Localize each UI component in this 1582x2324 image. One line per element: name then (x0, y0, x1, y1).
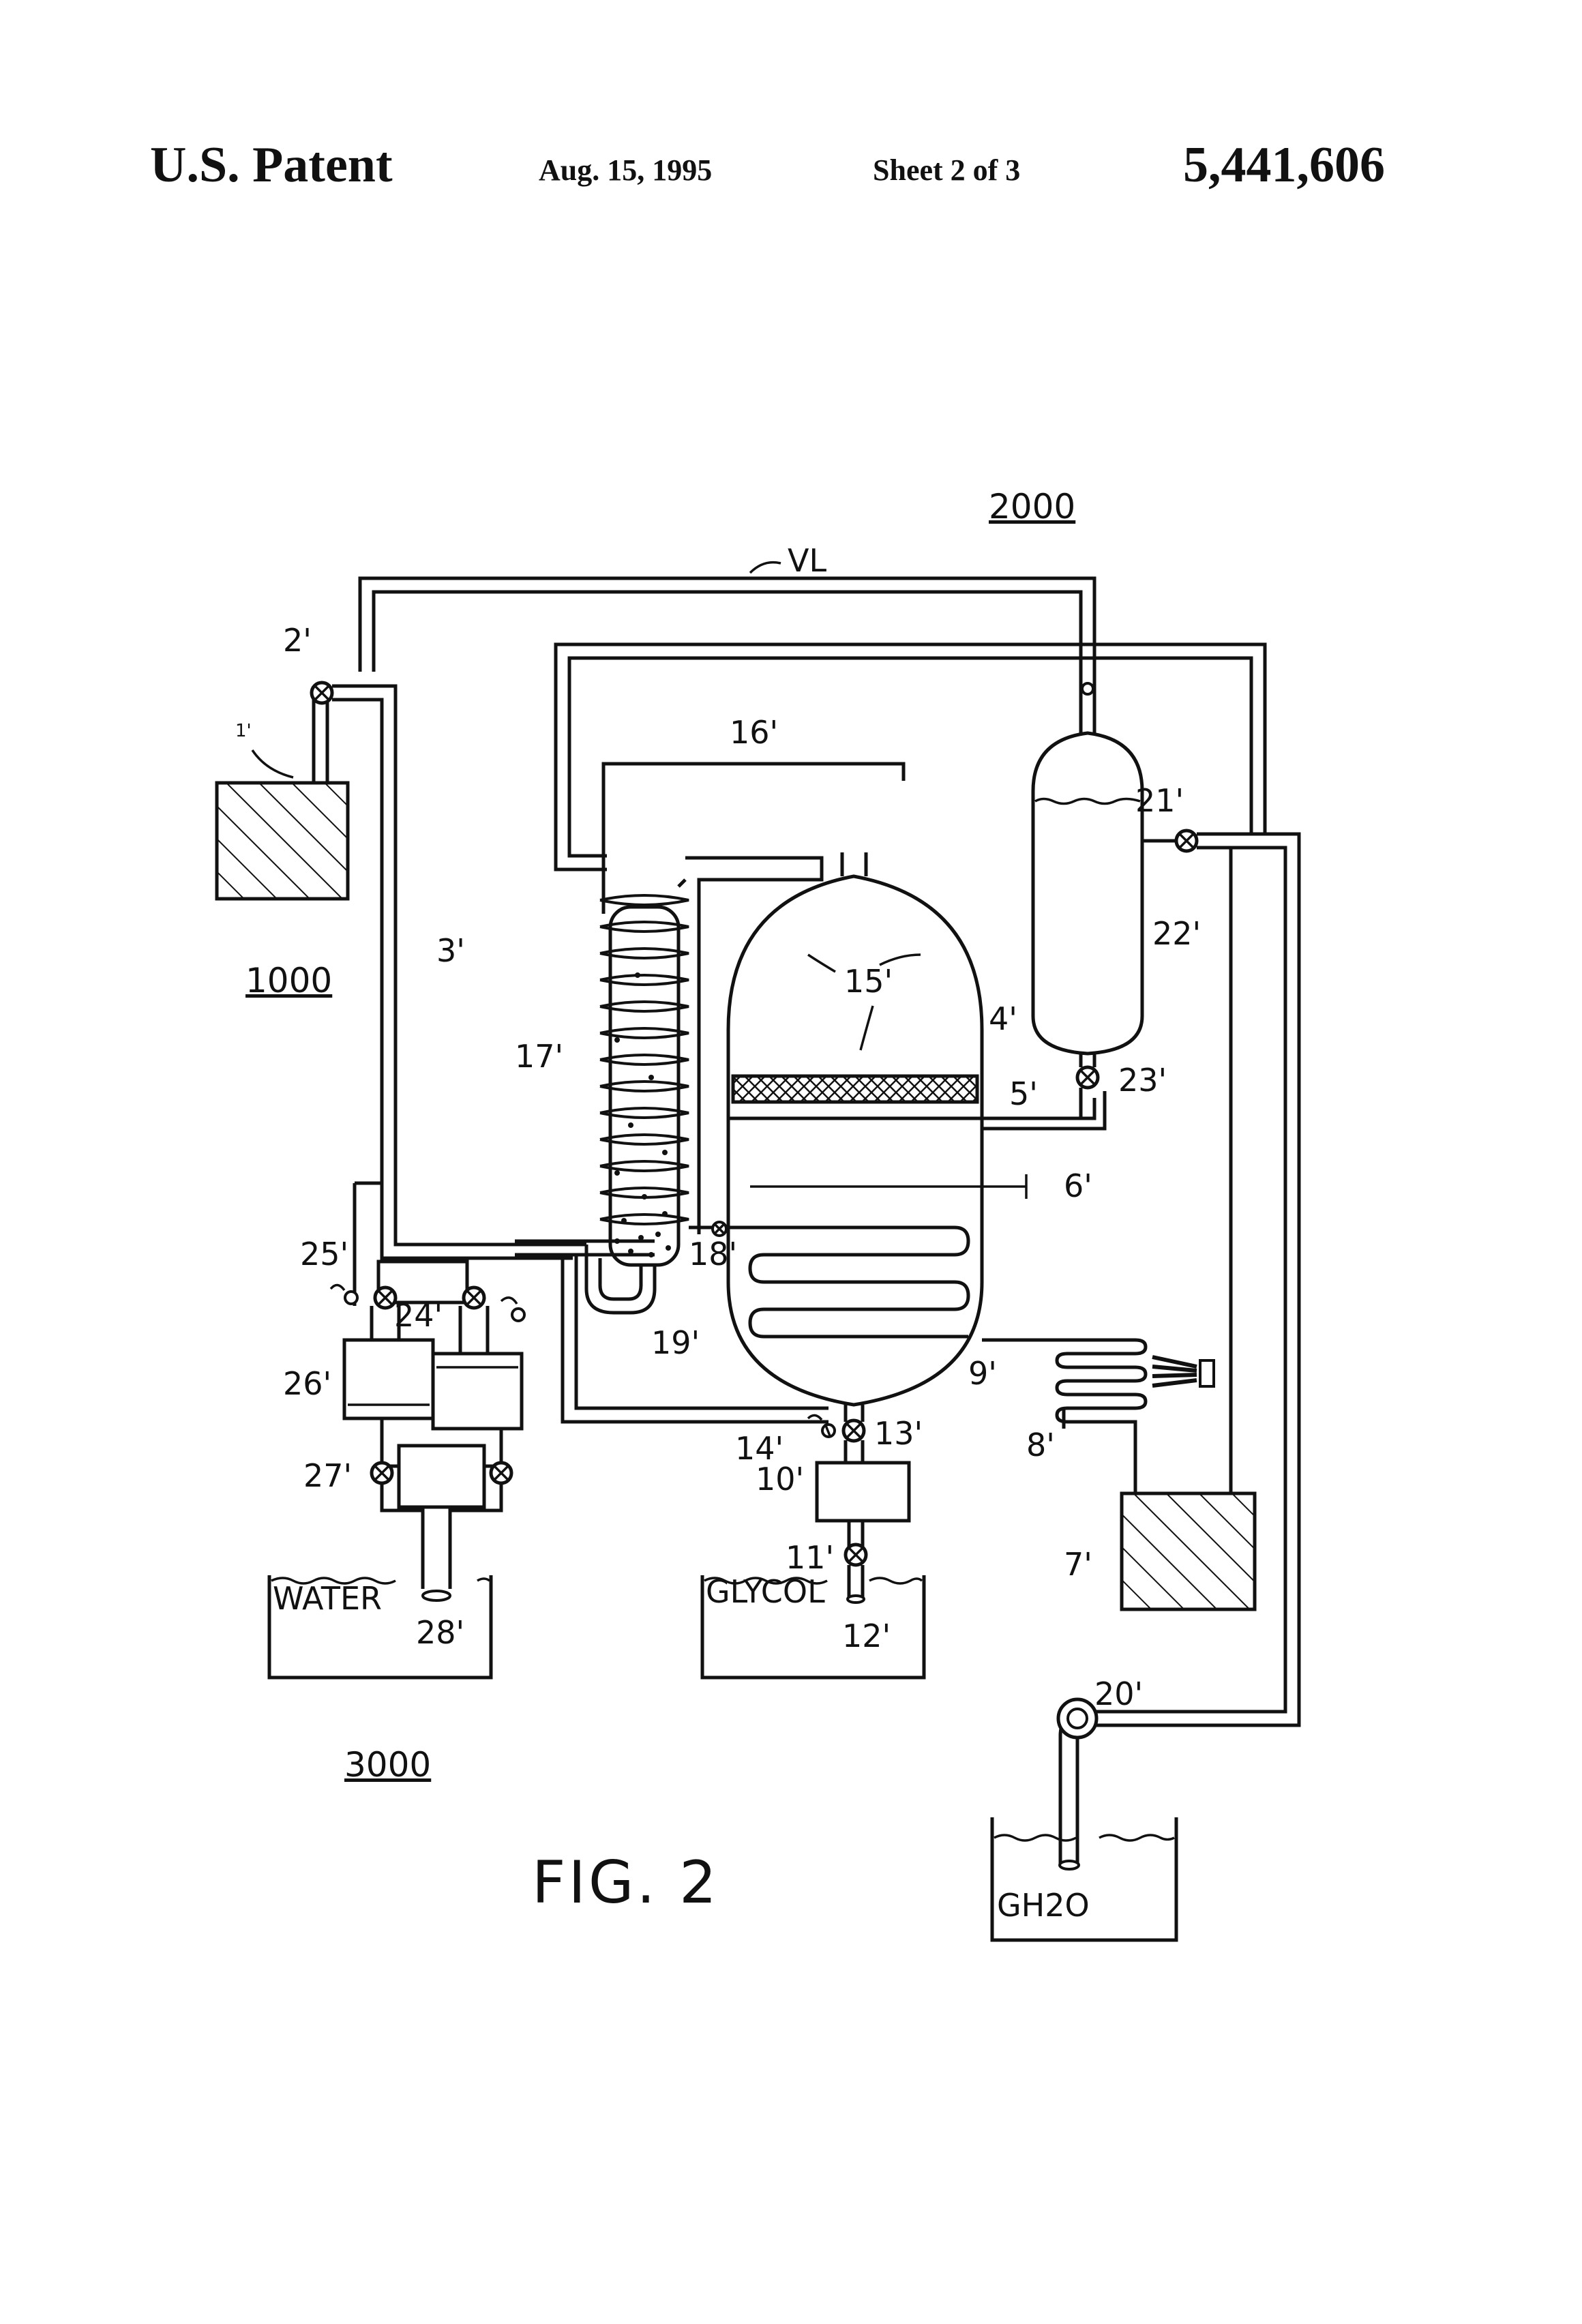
label-ref-22: 22' (1152, 915, 1201, 952)
label-ref-23: 23' (1118, 1062, 1167, 1099)
particle-dot (635, 972, 640, 978)
vapor-line-vl (360, 578, 1094, 733)
label-ref-2: 2' (283, 622, 312, 659)
label-ref-19: 19' (651, 1324, 700, 1361)
valve-25b (501, 1298, 524, 1321)
label-1000: 1000 (245, 961, 332, 1000)
particle-dot (614, 1037, 620, 1043)
label-glycol: GLYCOL (706, 1573, 825, 1610)
valve-vl (1082, 683, 1093, 694)
line-16 (603, 764, 904, 914)
label-3000: 3000 (344, 1745, 431, 1785)
heater-coil (709, 1227, 968, 1337)
label-gh2o: GH2O (997, 1887, 1090, 1924)
label-ref-1: 1' (235, 721, 252, 741)
receiver-outlet (849, 1521, 863, 1547)
leader-1 (252, 750, 293, 777)
reactor-outlet-2 (846, 1440, 863, 1463)
leader-vl (750, 563, 781, 573)
valve-21 (1176, 831, 1197, 851)
label-ref-16: 16' (730, 714, 778, 751)
label-vl: VL (788, 542, 826, 579)
label-ref-3: 3' (436, 932, 465, 969)
cooling-coil (982, 1340, 1146, 1493)
label-ref-27: 27' (303, 1457, 352, 1494)
valve-13 (844, 1420, 864, 1441)
pump-20 (1058, 1699, 1122, 1869)
particle-dot (628, 1122, 633, 1128)
valve-2 (312, 683, 332, 703)
label-ref-25: 25' (300, 1236, 348, 1272)
fan-icon (1152, 1357, 1214, 1386)
label-ref-12: 12' (842, 1618, 891, 1654)
label-ref-26: 26' (283, 1365, 331, 1402)
reference-labels: 2000 1000 3000 VL 2' 1' 3' 16' 15' 4' 5'… (235, 487, 1201, 1924)
label-ref-20: 20' (1094, 1675, 1143, 1712)
label-ref-4: 4' (989, 1000, 1017, 1037)
coil-loop (600, 895, 689, 905)
particle-dot (662, 1150, 668, 1155)
tank-7 (1122, 1493, 1255, 1609)
particle-dot (614, 1170, 620, 1176)
separator-vessel (1033, 733, 1142, 1067)
baffle-6 (750, 1174, 1026, 1199)
valve-18 (713, 1222, 726, 1236)
label-ref-13: 13' (874, 1415, 923, 1452)
mesh-5 (733, 1076, 977, 1102)
label-ref-6: 6' (1064, 1167, 1092, 1204)
valve-14 (808, 1415, 835, 1437)
pipe-12 (849, 1565, 863, 1599)
line-3 (332, 686, 586, 1258)
valve-11 (846, 1545, 866, 1565)
valve-24a (375, 1287, 395, 1308)
label-ref-10: 10' (756, 1461, 804, 1498)
particle-dot (662, 1211, 668, 1217)
valve-24b (464, 1287, 484, 1308)
label-ref-18: 18' (689, 1236, 737, 1272)
valve-27b (491, 1463, 511, 1483)
figure-caption: FIG. 2 (532, 1849, 719, 1917)
valve-23 (1077, 1067, 1098, 1088)
outflow-line (982, 1098, 1094, 1118)
label-ref-8: 8' (1026, 1427, 1055, 1463)
valve-27a (372, 1463, 392, 1483)
particle-dot (642, 1194, 647, 1200)
particle-dot (621, 1218, 627, 1223)
coil-column (600, 858, 822, 1265)
label-2000: 2000 (989, 487, 1075, 526)
label-water: WATER (273, 1580, 382, 1617)
label-ref-15: 15' (844, 963, 893, 1000)
receiver-10 (817, 1463, 909, 1521)
particle-dot (666, 1245, 671, 1251)
particle-dot (655, 1232, 661, 1237)
label-ref-21: 21' (1135, 782, 1184, 819)
reactor-vessel (728, 852, 982, 1405)
label-ref-28: 28' (416, 1614, 464, 1651)
label-ref-24: 24' (394, 1297, 443, 1334)
label-ref-9: 9' (968, 1355, 997, 1392)
label-ref-17: 17' (515, 1038, 563, 1075)
label-ref-7: 7' (1064, 1546, 1092, 1583)
label-ref-11: 11' (786, 1539, 834, 1576)
particle-dot (648, 1075, 654, 1080)
outflow-line-2 (982, 1091, 1105, 1129)
label-ref-5: 5' (1009, 1075, 1038, 1112)
top-recirculation-line (556, 644, 1265, 869)
